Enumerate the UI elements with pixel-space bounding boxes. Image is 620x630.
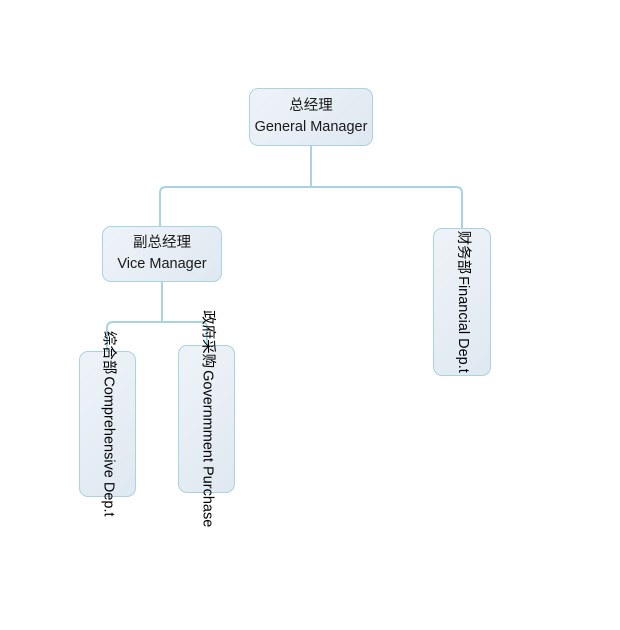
org-node-label-group: Governmment Purchase 政府采购: [198, 310, 215, 527]
connector-level2-bus: [106, 321, 208, 329]
org-node-vice-manager[interactable]: 副总经理 Vice Manager: [102, 226, 222, 282]
org-node-label-cn: 政府采购: [199, 310, 216, 369]
org-node-label-en: General Manager: [254, 118, 368, 135]
org-node-label-en: Governmment Purchase: [199, 370, 216, 528]
org-node-label-cn: 副总经理: [132, 234, 191, 251]
org-node-general-manager[interactable]: 总经理 General Manager: [249, 88, 373, 146]
org-node-label-group: 总经理 General Manager: [255, 97, 368, 137]
org-node-label-group: Financial Dep.t 财务部: [453, 230, 471, 374]
org-node-financial-dept[interactable]: Financial Dep.t 财务部: [433, 228, 491, 376]
org-node-government-purchase[interactable]: Governmment Purchase 政府采购: [178, 310, 235, 528]
org-node-comprehensive-dept[interactable]: Comprehensive Dep.t 综合部: [79, 331, 136, 517]
org-node-label-group: 副总经理 Vice Manager: [117, 234, 206, 274]
org-node-label-en: Vice Manager: [117, 255, 207, 272]
org-node-label-en: Financial Dep.t: [454, 276, 471, 374]
org-node-label-cn: 总经理: [289, 97, 333, 114]
org-node-label-cn: 财务部: [454, 230, 471, 275]
connector-level1-bus: [159, 186, 463, 194]
org-node-label-group: Comprehensive Dep.t 综合部: [99, 331, 116, 517]
org-node-label-en: Comprehensive Dep.t: [100, 376, 117, 517]
org-node-label-cn: 综合部: [100, 331, 117, 375]
